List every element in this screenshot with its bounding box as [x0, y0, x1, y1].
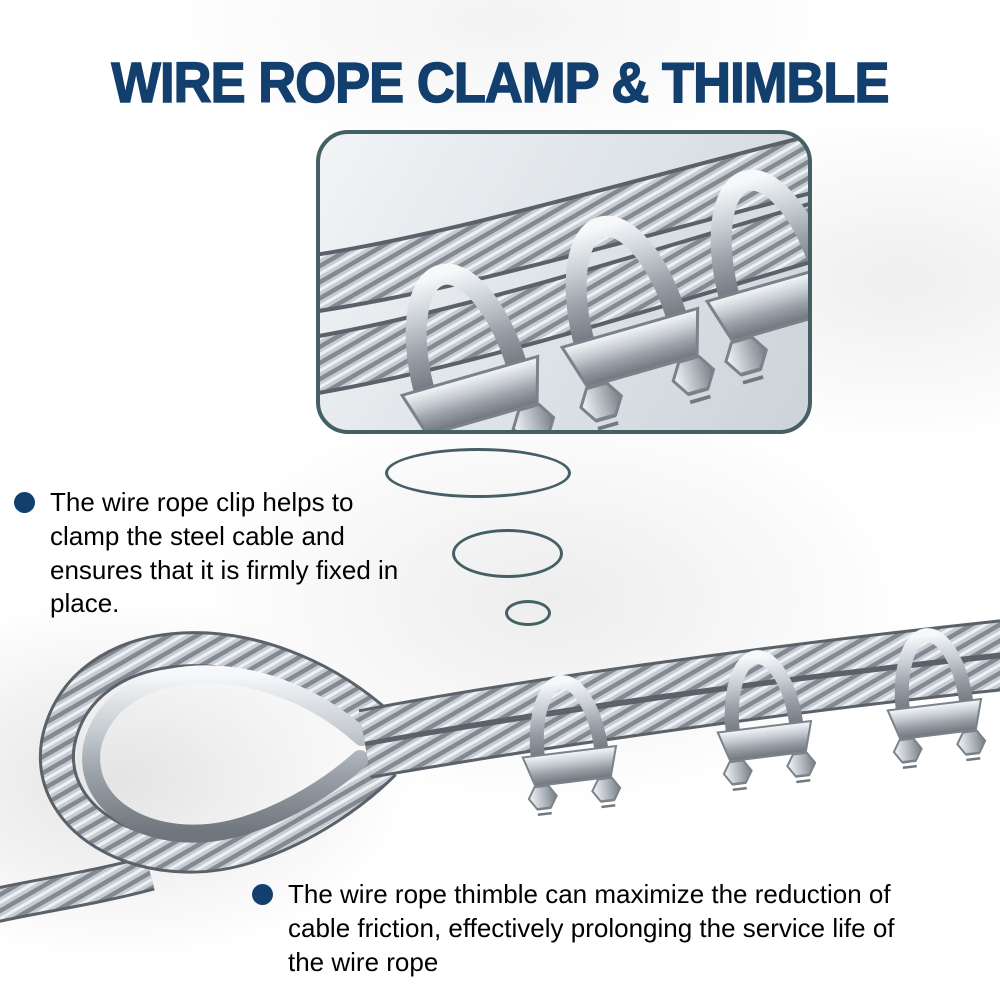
bullet-text-clip: The wire rope clip helps to clamp the st… [50, 487, 399, 619]
page-title: WIRE ROPE CLAMP & THIMBLE [111, 50, 890, 116]
wire-rope-product-image [0, 619, 1000, 923]
bullet-dot-icon [252, 884, 273, 905]
zoom-ellipse-small-icon [505, 600, 551, 626]
bullet-point-clip: The wire rope clip helps to clamp the st… [14, 486, 414, 621]
product-image [0, 585, 1000, 923]
wire-rope-closeup-image [320, 134, 808, 430]
bullet-text-thimble: The wire rope thimble can maximize the r… [288, 879, 895, 977]
zoom-ellipse-large-icon [385, 448, 571, 498]
zoom-ellipse-medium-icon [452, 529, 563, 578]
zoom-inset-callout [316, 130, 812, 434]
bullet-point-thimble: The wire rope thimble can maximize the r… [252, 878, 952, 979]
bullet-dot-icon [14, 492, 35, 513]
